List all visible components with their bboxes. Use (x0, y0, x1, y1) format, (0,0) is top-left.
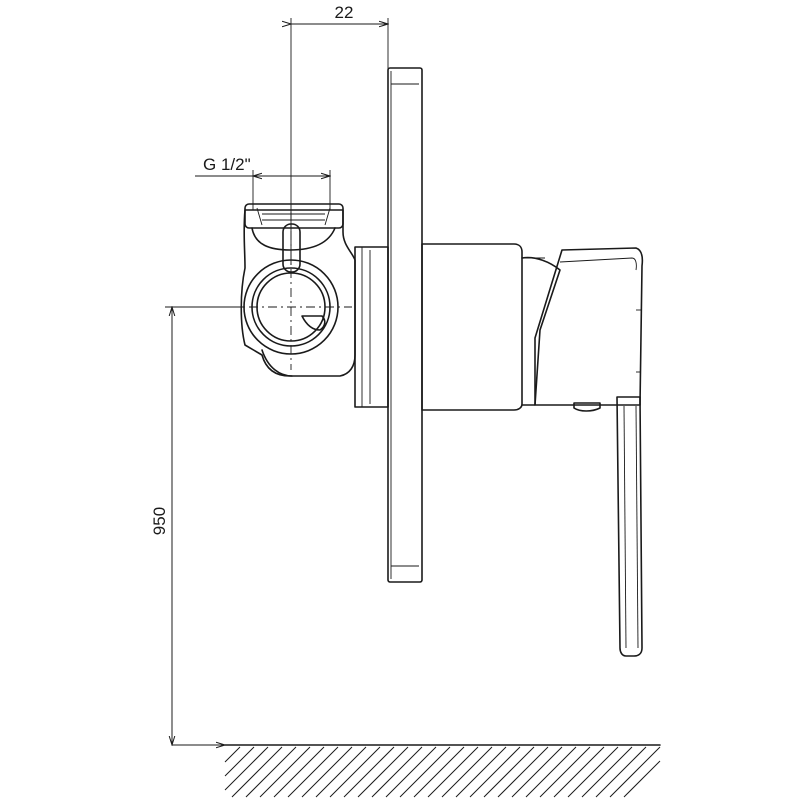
height-dimension: 950 (150, 307, 245, 745)
body-flange (354, 246, 389, 408)
offset-label: 22 (335, 3, 354, 22)
lever-edge-left (623, 405, 627, 649)
hatch-line (245, 746, 297, 798)
port-detail (301, 315, 326, 331)
hatch-line (413, 746, 465, 798)
hatch-line (315, 746, 367, 798)
handle-screw (573, 402, 601, 412)
hatch-line (231, 746, 283, 798)
hatch-line (497, 746, 549, 798)
hatch-line (609, 746, 661, 798)
lever-handle (616, 396, 643, 657)
hatch-line (525, 746, 577, 798)
hatch-line (287, 746, 339, 798)
hatch-line (581, 746, 633, 798)
cover-plate (387, 67, 423, 583)
hatch-line (224, 746, 255, 777)
hatch-line (483, 746, 535, 798)
hatch-line (224, 746, 269, 791)
hatch-line (553, 746, 605, 798)
handle-block (534, 247, 644, 406)
hatch-line (357, 746, 409, 798)
handle-top-edge (559, 257, 637, 271)
inlet-socket (244, 203, 344, 229)
handle-assembly (421, 243, 644, 657)
lever-edge-right (635, 405, 639, 649)
escutcheon (421, 243, 523, 411)
thread-dimension: G 1/2" (195, 155, 330, 210)
hatch-line (469, 746, 521, 798)
hatch-line (399, 746, 451, 798)
wall-plate (387, 67, 423, 583)
hatch-line (329, 746, 381, 798)
hatch-line (511, 746, 563, 798)
hatch-line (441, 746, 493, 798)
hatch-line (259, 746, 311, 798)
hatch-line (427, 746, 479, 798)
hatch-line (455, 746, 507, 798)
hatch-line (385, 746, 437, 798)
hatch-line (224, 746, 241, 763)
handle-neck (521, 256, 561, 406)
socket-thread (256, 207, 331, 226)
mixer-body (230, 203, 389, 408)
hatch-line (567, 746, 619, 798)
height-label: 950 (150, 507, 169, 535)
hatch-line (371, 746, 423, 798)
socket-shoulder (251, 227, 336, 251)
inlet-slot (282, 223, 301, 273)
hatch-line (539, 746, 591, 798)
inlet-housing (240, 209, 356, 377)
hatch-line (595, 746, 647, 798)
offset-dimension: 22 (291, 3, 388, 265)
hatch-line (301, 746, 353, 798)
thread-label: G 1/2" (203, 155, 251, 174)
hatch-line (623, 760, 661, 798)
floor-hatching (224, 746, 661, 798)
lower-lug (261, 349, 293, 377)
hatch-line (273, 746, 325, 798)
hatch-line (343, 746, 395, 798)
floor (224, 744, 661, 798)
